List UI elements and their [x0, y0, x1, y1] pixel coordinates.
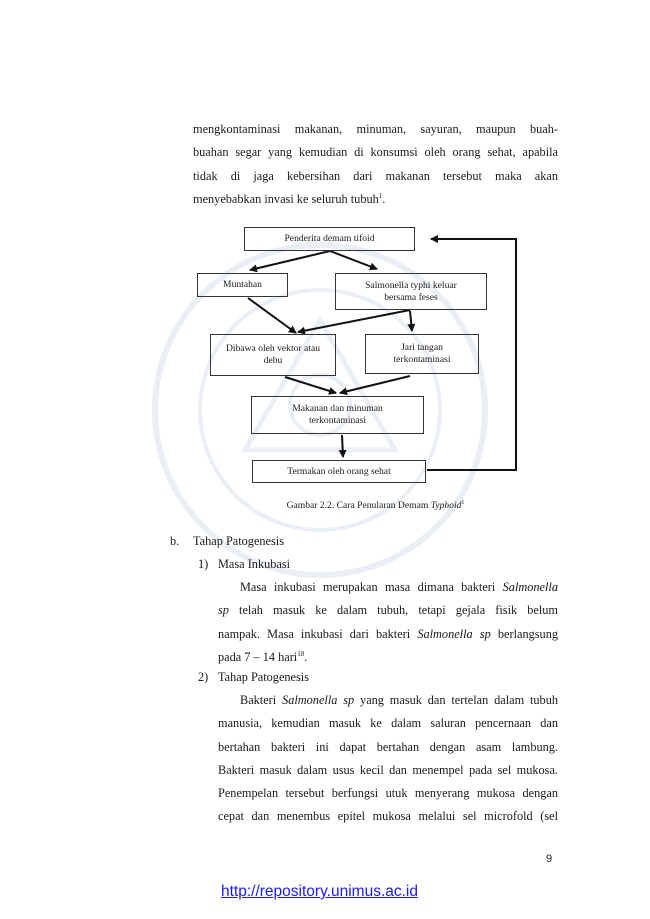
box-label: Penderita demam tifoid	[284, 233, 375, 244]
intro-paragraph: mengkontaminasi makanan, minuman, sayura…	[193, 118, 558, 211]
text-line: tidak di jaga kebersihan dari makanan te…	[193, 168, 558, 183]
caption-ref: 1	[461, 499, 465, 506]
caption-italic: Typhoid	[430, 500, 462, 511]
text-line: pada 7 – 14 hari18.	[218, 646, 558, 669]
text-line: menyebabkan invasi ke seluruh tubuh1.	[193, 191, 386, 206]
figure-caption: Gambar 2.2. Cara Penularan Demam Typhoid…	[193, 500, 558, 511]
box-label: terkontaminasi	[308, 415, 366, 426]
text-line: Bakteri masuk dalam usus kecil dan menem…	[218, 762, 558, 777]
text-line: manusia, kemudian masuk ke dalam saluran…	[218, 716, 558, 731]
arrow-salmonella-to-jari	[407, 310, 416, 332]
footnote-ref: 18	[297, 649, 305, 658]
text-line: mengkontaminasi makanan, minuman, sayura…	[193, 122, 558, 136]
text-fragment: pada 7 – 14 hari	[218, 649, 298, 664]
text-fragment: menyebabkan invasi ke seluruh tubuh	[193, 191, 379, 206]
box-vektor: Dibawa oleh vektor atau debu	[210, 334, 336, 376]
arrow-to-salmonella	[329, 250, 378, 271]
box-salmonella: Salmonella typhi keluar bersama feses	[335, 273, 487, 310]
text-fragment: nampak. Masa inkubasi dari bakteri	[218, 626, 418, 641]
box-label: Salmonella typhi keluar	[365, 279, 457, 291]
caption-text: Gambar 2.2. Cara Penularan Demam	[286, 500, 431, 511]
item-1-title: Masa Inkubasi	[218, 557, 291, 571]
text-line: cepat dan menembus epitel mukosa melalui…	[218, 809, 558, 824]
italic-fragment: Salmonella sp	[417, 626, 491, 641]
arrow-salmonella-to-vektor	[297, 309, 411, 335]
footnote-ref: 1	[378, 191, 383, 200]
text-line: Bakteri Salmonella sp yang masuk dan ter…	[218, 689, 558, 712]
arrow-makanan-to-termakan	[338, 434, 347, 458]
text-fragment: telah masuk ke dalam tubuh, tetapi gejal…	[228, 603, 558, 618]
text-fragment: Bakteri	[240, 693, 283, 707]
box-label: debu	[263, 355, 283, 366]
arrow-muntahan-to-vektor	[247, 297, 297, 334]
italic-fragment: Salmonella sp	[282, 693, 355, 707]
text-line: nampak. Masa inkubasi dari bakteri Salmo…	[218, 623, 558, 646]
arrow-jari-to-makanan	[339, 375, 411, 396]
text-fragment: berlangsung	[490, 626, 558, 641]
box-termakan: Termakan oleh orang sehat	[252, 460, 426, 483]
box-label: Termakan oleh orang sehat	[287, 465, 391, 477]
item-1-paragraph: Masa inkubasi merupakan masa dimana bakt…	[218, 576, 558, 669]
item-2-title: Tahap Patogenesis	[218, 670, 310, 684]
text-line: bertahan bakteri ini dapat bertahan deng…	[218, 739, 558, 754]
text-line: Masa inkubasi merupakan masa dimana bakt…	[218, 576, 558, 599]
text-fragment: .	[304, 649, 308, 664]
arrow-to-muntahan	[249, 250, 331, 273]
text-line: sp telah masuk ke dalam tubuh, tetapi ge…	[218, 599, 558, 622]
box-label: Jari tangan	[401, 342, 443, 353]
box-jari: Jari tangan terkontaminasi	[365, 334, 479, 374]
box-label: terkontaminasi	[393, 354, 451, 365]
arrow-vektor-to-makanan	[284, 376, 337, 395]
repository-link[interactable]: http://repository.unimus.ac.id	[221, 883, 418, 900]
italic-fragment: sp	[218, 603, 229, 618]
box-penderita: Penderita demam tifoid	[244, 227, 415, 251]
text-line: Penempelan tersebut berfungsi utuk menye…	[218, 786, 558, 801]
page-number: 9	[546, 853, 553, 865]
item-2-marker: 2)	[198, 670, 209, 684]
text-fragment: Masa inkubasi merupakan masa dimana bakt…	[240, 580, 503, 594]
box-label: Dibawa oleh vektor atau	[225, 343, 321, 354]
text-line: buahan segar yang kemudian di konsumsi o…	[193, 145, 558, 160]
box-label: bersama feses	[384, 291, 438, 303]
box-label: Muntahan	[223, 279, 262, 290]
text-fragment: yang masuk dan tertelan dalam tubuh	[354, 693, 558, 707]
box-muntahan: Muntahan	[197, 273, 288, 297]
italic-fragment: Salmonella	[502, 580, 558, 594]
item-1-marker: 1)	[198, 557, 209, 571]
box-label: Makanan dan minuman	[292, 403, 383, 414]
box-makanan: Makanan dan minuman terkontaminasi	[251, 396, 424, 434]
section-b-marker: b.	[170, 534, 180, 548]
item-2-paragraph: Bakteri Salmonella sp yang masuk dan ter…	[218, 689, 558, 829]
section-b-title: Tahap Patogenesis	[193, 534, 285, 548]
arrow-feedback-loop	[427, 235, 517, 471]
